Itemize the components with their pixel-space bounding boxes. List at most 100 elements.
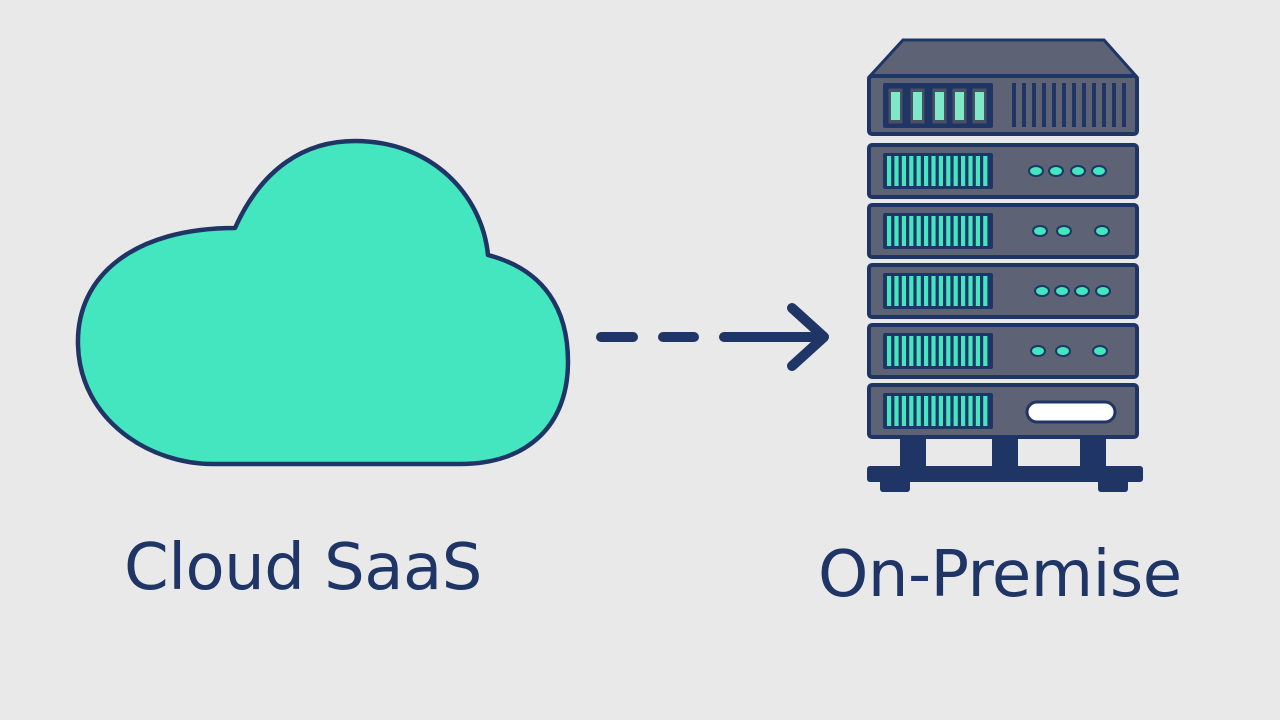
vent-slat-green: [887, 156, 892, 186]
vent-slat-green: [931, 216, 936, 246]
vent-slat-green: [924, 216, 929, 246]
vent-slat-green: [983, 216, 988, 246]
vent-slat-green: [938, 216, 943, 246]
vent-slat-green: [968, 396, 973, 426]
vent-slat-green: [953, 156, 958, 186]
drive-slot: [1025, 400, 1117, 424]
vent-slat-green: [924, 156, 929, 186]
vent-slat-green: [938, 336, 943, 366]
status-led: [1095, 285, 1111, 297]
vent-slat-green: [946, 156, 951, 186]
arrow-head: [787, 303, 829, 371]
drive-bay-light: [891, 92, 900, 120]
vent-slat-green: [975, 336, 980, 366]
vent-slat-green: [953, 216, 958, 246]
vent-slat-green: [961, 216, 966, 246]
vent-slat-green: [924, 336, 929, 366]
vent-slat-green: [961, 336, 966, 366]
status-led: [1032, 225, 1048, 237]
status-led: [1030, 345, 1046, 357]
vent-slat-green: [909, 216, 914, 246]
vent-slat-green: [968, 336, 973, 366]
vent-slat-green: [931, 156, 936, 186]
vent-slat-green: [901, 276, 906, 306]
drive-bays: [883, 83, 993, 128]
vent-slat-green: [909, 156, 914, 186]
drive-bay-light: [913, 92, 922, 120]
status-led: [1094, 225, 1110, 237]
vent-slat: [1012, 83, 1016, 127]
vent-slat-green: [938, 156, 943, 186]
base-rail: [867, 466, 1143, 482]
vent-slat-green: [946, 396, 951, 426]
vent-slat-green: [901, 396, 906, 426]
vent-slat-green: [983, 336, 988, 366]
vent-slat-green: [909, 396, 914, 426]
dashed-arrow-right-icon: [596, 303, 829, 371]
vent-slat-green: [975, 216, 980, 246]
vent-slat-green: [961, 276, 966, 306]
vent-slat-green: [961, 156, 966, 186]
vent-slat-green: [931, 276, 936, 306]
status-led: [1091, 165, 1107, 177]
vent-slat-green: [953, 276, 958, 306]
status-led: [1054, 285, 1070, 297]
status-led: [1074, 285, 1090, 297]
vent-slat-green: [894, 336, 899, 366]
vent-slat-green: [894, 216, 899, 246]
vent-slat-green: [975, 156, 980, 186]
vent-slat: [1062, 83, 1066, 127]
vent-slat-green: [983, 276, 988, 306]
server-unit: [867, 323, 1139, 379]
server-unit: [867, 143, 1139, 199]
status-led: [1034, 285, 1050, 297]
vent-slat-green: [946, 276, 951, 306]
vent-slat-green: [916, 336, 921, 366]
vent-slat-green: [901, 216, 906, 246]
vent-slat-green: [887, 336, 892, 366]
top-vent-slats: [1012, 83, 1126, 127]
on-premise-label: On-Premise: [818, 538, 1182, 612]
vent-slat: [1112, 83, 1116, 127]
vent-slat-green: [924, 396, 929, 426]
server-rack-icon: [866, 38, 1143, 492]
vent-slat-green: [946, 216, 951, 246]
cloud-saas-label: Cloud SaaS: [124, 531, 482, 605]
vent-slat-green: [924, 276, 929, 306]
status-led: [1028, 165, 1044, 177]
status-led: [1070, 165, 1086, 177]
base-foot: [880, 478, 910, 492]
status-led: [1056, 225, 1072, 237]
server-unit: [867, 203, 1139, 259]
vent-slat: [1042, 83, 1046, 127]
vent-slat-green: [946, 336, 951, 366]
server-unit: [867, 383, 1139, 439]
vent-slat: [1102, 83, 1106, 127]
vent-slat-green: [968, 156, 973, 186]
server-roof: [866, 38, 1140, 78]
base-leg: [900, 438, 926, 470]
vent-slat: [1032, 83, 1036, 127]
drive-bay-light: [975, 92, 984, 120]
vent-slat: [1072, 83, 1076, 127]
vent-slat: [1022, 83, 1026, 127]
vent-slat-green: [916, 216, 921, 246]
vent-slat-green: [916, 156, 921, 186]
status-led: [1055, 345, 1071, 357]
vent-slat-green: [938, 276, 943, 306]
vent-slat-green: [909, 336, 914, 366]
vent-slat-green: [983, 156, 988, 186]
cloud-icon: [75, 138, 571, 467]
vent-slat-green: [975, 276, 980, 306]
status-led: [1048, 165, 1064, 177]
base-leg: [1080, 438, 1106, 470]
vent-slat-green: [901, 336, 906, 366]
base-foot: [1098, 478, 1128, 492]
vent-slat-green: [887, 396, 892, 426]
vent-slat-green: [983, 396, 988, 426]
status-led: [1092, 345, 1108, 357]
vent-slat-green: [894, 276, 899, 306]
vent-slat-green: [887, 216, 892, 246]
